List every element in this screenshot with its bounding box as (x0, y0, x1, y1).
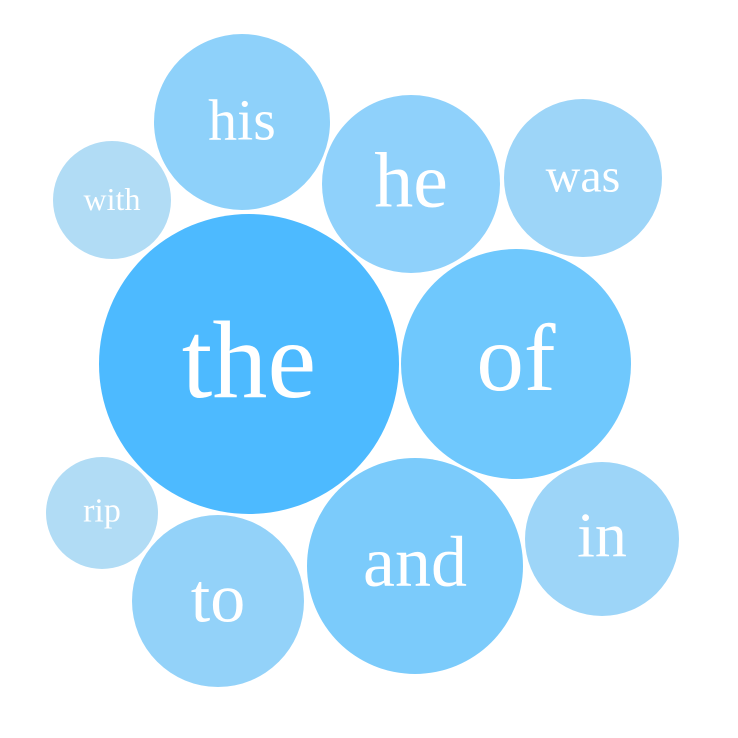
bubble-circle (525, 462, 679, 616)
bubble-label: the (182, 299, 316, 421)
bubble-in: in (525, 462, 679, 616)
bubble-label: and (363, 522, 467, 602)
bubble-to: to (132, 515, 304, 687)
bubble-label: rip (83, 493, 121, 530)
bubble-with: with (53, 141, 171, 259)
bubble-his: his (154, 34, 330, 210)
bubble-label: was (546, 150, 621, 203)
bubble-circle (401, 249, 631, 479)
bubble-circle (53, 141, 171, 259)
bubble-rip: rip (46, 457, 158, 569)
bubble-the: the (99, 214, 399, 514)
bubble-circle (46, 457, 158, 569)
bubble-circle (504, 99, 662, 257)
bubble-he: he (322, 95, 500, 273)
bubble-circle (99, 214, 399, 514)
bubble-was: was (504, 99, 662, 257)
bubble-label: he (374, 137, 448, 224)
bubble-circle (322, 95, 500, 273)
bubble-label: of (476, 305, 556, 411)
bubble-label: in (577, 500, 627, 571)
bubble-circle (132, 515, 304, 687)
bubble-label: with (84, 181, 141, 217)
bubble-and: and (307, 458, 523, 674)
bubble-of: of (401, 249, 631, 479)
bubble-circle (154, 34, 330, 210)
bubble-circle (307, 458, 523, 674)
bubble-label: his (208, 88, 276, 153)
bubble-label: to (191, 561, 245, 638)
